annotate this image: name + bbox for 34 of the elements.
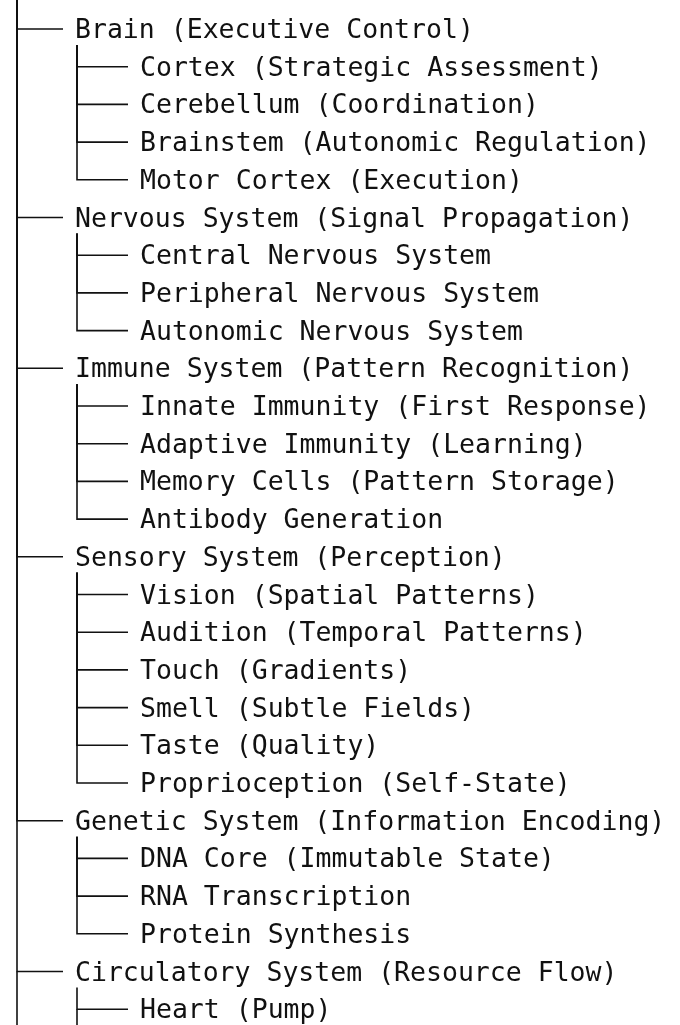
tree-item: Central Nervous System [128, 239, 491, 272]
tree-item: RNA Transcription [128, 880, 412, 913]
tree-connector [76, 383, 129, 520]
tree-item: Protein Synthesis [128, 917, 412, 950]
tree-connector [16, 0, 64, 973]
tree-item: Circulatory System (Resource Flow) [63, 955, 618, 988]
tree-item: Motor Cortex (Execution) [128, 163, 523, 196]
tree-item: Smell (Subtle Fields) [128, 691, 476, 724]
tree-connector [76, 44, 129, 181]
tree-item: Audition (Temporal Patterns) [128, 616, 587, 649]
tree-item: Cerebellum (Coordination) [128, 88, 539, 121]
tree-item: Brain (Executive Control) [63, 13, 474, 45]
tree-connector [76, 986, 129, 1010]
tree-item: Innate Immunity (First Response) [128, 390, 651, 422]
tree-item: Antibody Generation [128, 503, 444, 536]
tree-item: Cortex (Strategic Assessment) [128, 50, 603, 83]
tree-connector [76, 232, 129, 332]
tree-item: Adaptive Immunity (Learning) [128, 427, 587, 460]
tree-item: Brainstem (Autonomic Regulation) [128, 126, 651, 159]
tree-item: Touch (Gradients) [128, 653, 412, 686]
tree-item: Memory Cells (Pattern Storage) [128, 465, 619, 498]
tree-item: Sensory System (Perception) [63, 540, 506, 573]
tree-item: DNA Core (Immutable State) [128, 842, 555, 875]
tree-item: Genetic System (Information Encoding) [63, 804, 666, 837]
tree-item: Proprioception (Self-State) [128, 767, 571, 799]
tree-item: Immune System (Pattern Recognition) [63, 352, 634, 385]
tree-item: Peripheral Nervous System [128, 276, 539, 309]
tree-connector [76, 572, 129, 784]
tree-item: Nervous System (Signal Propagation) [63, 201, 634, 234]
tree-item: Autonomic Nervous System [128, 314, 523, 347]
tree-item: Vision (Spatial Patterns) [128, 578, 539, 611]
tree-connector [76, 835, 129, 935]
tree-item: Taste (Quality) [128, 729, 380, 762]
tree-item: Heart (Pump) [128, 993, 332, 1025]
